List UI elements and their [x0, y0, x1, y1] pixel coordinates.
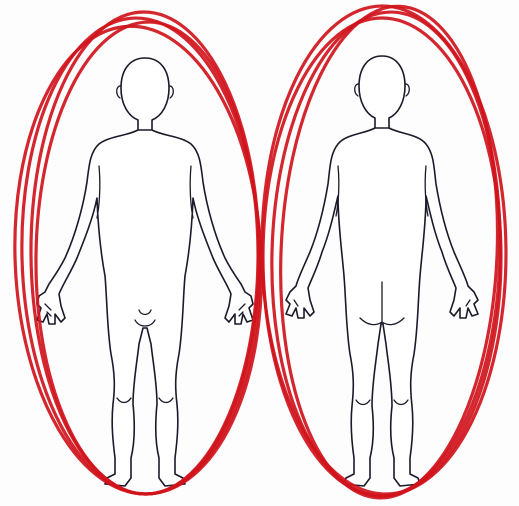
body-figure-back — [286, 56, 478, 486]
body-figure-front — [37, 58, 253, 486]
